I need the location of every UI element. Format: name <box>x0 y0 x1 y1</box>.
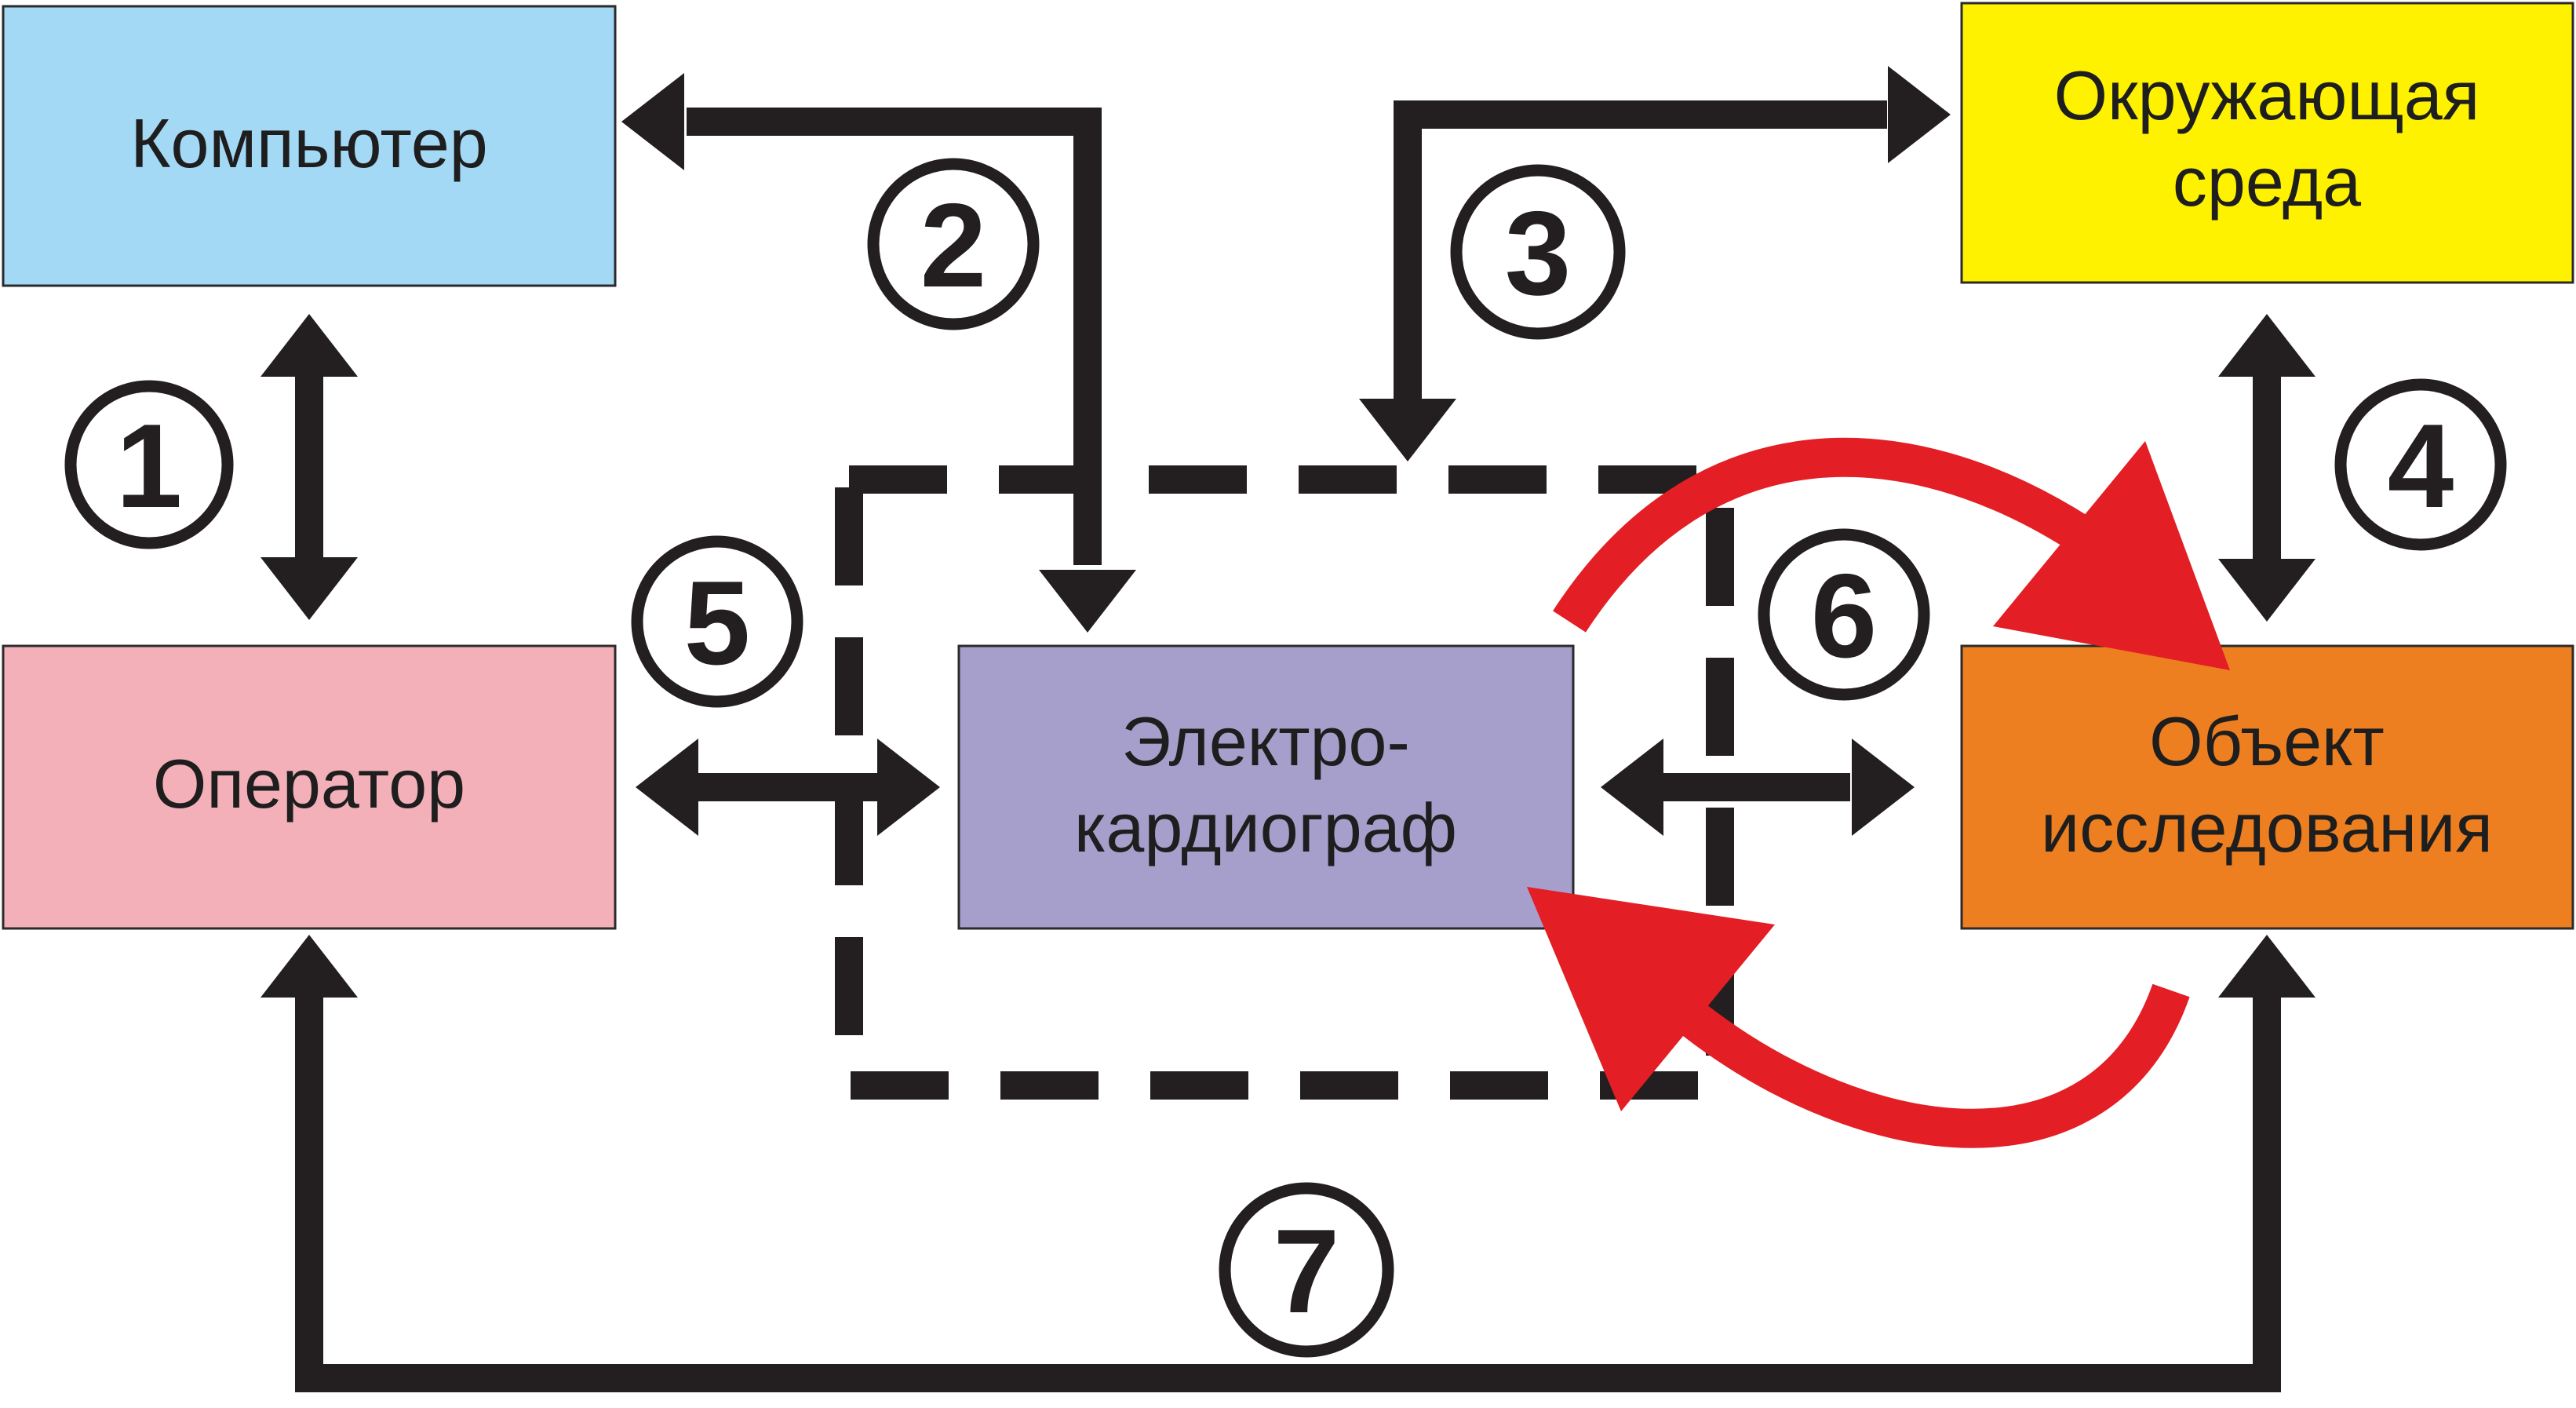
block-ecg: Электро- кардиограф <box>957 644 1575 930</box>
block-ecg-label-line2: кардиограф <box>1074 789 1457 866</box>
svg-text:2: 2 <box>920 179 987 312</box>
link-3-number: 3 <box>1450 164 1626 340</box>
block-object-label-line1: Объект <box>2149 702 2385 780</box>
link-3-arrow <box>1359 66 1951 461</box>
block-environment-label-line1: Окружающая <box>2054 57 2480 134</box>
feedback-arrow-ecg-to-object <box>1553 437 2230 670</box>
block-operator: Оператор <box>2 644 617 930</box>
svg-text:4: 4 <box>2388 399 2454 533</box>
svg-text:7: 7 <box>1273 1205 1340 1338</box>
link-6-arrow <box>1601 739 1915 836</box>
svg-text:3: 3 <box>1505 187 1572 320</box>
block-ecg-label-line1: Электро- <box>1121 702 1410 780</box>
link-7-number: 7 <box>1219 1182 1394 1358</box>
link-4-arrow <box>2218 314 2315 622</box>
block-environment-label-line2: среда <box>2173 143 2361 221</box>
block-object-label-line2: исследования <box>2041 789 2493 866</box>
link-2-arrow <box>621 73 1136 633</box>
svg-text:5: 5 <box>684 556 751 690</box>
link-5-arrow <box>636 739 940 836</box>
block-computer-rect <box>2 5 617 287</box>
link-5-number: 5 <box>631 535 803 708</box>
link-6-number: 6 <box>1758 528 1930 701</box>
svg-text:1: 1 <box>116 399 183 533</box>
block-operator-rect <box>2 644 617 930</box>
block-object: Объект исследования <box>1960 644 2574 930</box>
svg-text:6: 6 <box>1811 549 1878 683</box>
block-computer-label: Компьютер <box>130 104 487 182</box>
link-4-number: 4 <box>2334 378 2507 551</box>
block-operator-label: Оператор <box>153 745 465 823</box>
feedback-arrow-object-to-ecg <box>1527 887 2190 1148</box>
link-1-number: 1 <box>64 380 234 549</box>
link-1-arrow <box>261 314 358 620</box>
block-computer: Компьютер <box>2 5 617 287</box>
link-2-number: 2 <box>867 158 1040 330</box>
block-environment: Окружающая среда <box>1960 2 2574 284</box>
block-ecg-rect <box>957 644 1575 930</box>
block-object-rect <box>1960 644 2574 930</box>
link-7-arrow <box>261 935 2315 1392</box>
block-environment-rect <box>1960 2 2574 284</box>
